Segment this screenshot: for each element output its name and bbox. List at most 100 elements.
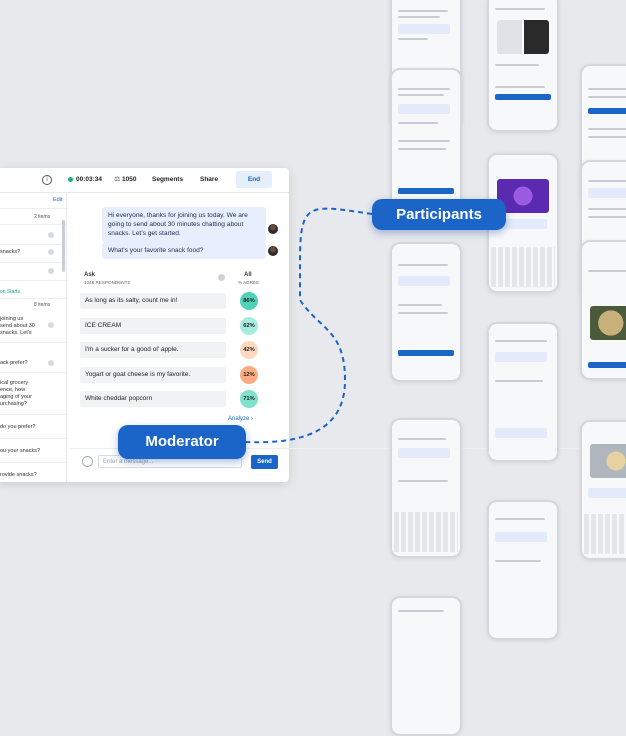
phone-text — [495, 86, 545, 88]
moderator-question: What's your favorite snack food? — [102, 242, 266, 259]
session-timer: 00:03:34 — [76, 176, 103, 183]
discussion-guide-panel: Edit 2 items snacks? on Starts 8 items j… — [0, 192, 67, 482]
product-image — [590, 444, 626, 478]
phone-text — [588, 96, 626, 98]
phone-text — [588, 208, 626, 210]
divider — [0, 414, 66, 415]
phone-text — [398, 88, 450, 90]
product-image — [497, 20, 549, 54]
answer-row[interactable]: ICE CREAM — [80, 318, 226, 334]
participant-phone — [487, 0, 559, 132]
divider — [0, 262, 66, 263]
phone-text — [588, 216, 626, 218]
send-button[interactable]: Send — [251, 455, 278, 469]
phone-bubble — [588, 188, 626, 198]
phone-bubble — [588, 488, 626, 498]
phone-text — [398, 10, 448, 12]
moderator-avatar — [268, 246, 278, 256]
check-icon[interactable] — [48, 249, 54, 255]
divider — [0, 208, 66, 209]
participant-phone — [580, 240, 626, 380]
share-button[interactable]: Share — [200, 176, 219, 183]
moderator-avatar — [268, 224, 278, 234]
phone-text — [398, 122, 438, 124]
participant-phone — [390, 418, 462, 558]
phone-text — [398, 16, 440, 18]
guide-item-label[interactable]: ack prefer? — [0, 360, 28, 366]
sort-icon[interactable] — [218, 274, 225, 281]
emoji-icon[interactable] — [82, 456, 93, 467]
check-icon[interactable] — [48, 268, 54, 274]
agree-percent-badge: 12% — [240, 366, 258, 384]
group-count: 2 items — [34, 214, 51, 220]
guide-item-label[interactable]: snacks? — [0, 249, 21, 255]
divider — [0, 372, 66, 373]
phone-text — [588, 88, 626, 90]
participant-phone — [390, 68, 462, 208]
participant-phone — [390, 596, 462, 736]
phone-text — [588, 128, 626, 130]
phone-button — [495, 94, 551, 100]
divider — [0, 438, 66, 439]
agree-percent-badge: 42% — [240, 341, 258, 359]
phone-text — [398, 438, 446, 440]
analyze-label: Analyze — [228, 416, 250, 422]
check-icon[interactable] — [48, 322, 54, 328]
guide-item-label[interactable]: rovide snacks? — [0, 472, 37, 478]
check-icon[interactable] — [48, 360, 54, 366]
session-topbar: i 00:03:34 ⚖ 1050 Segments Share End — [0, 168, 289, 193]
participant-phone — [487, 322, 559, 462]
phone-bubble — [495, 219, 547, 229]
answer-row[interactable]: Yogart or goat cheese is my favorite. — [80, 367, 226, 383]
phone-text — [398, 480, 448, 482]
guide-item-label[interactable]: snacks. Let's — [0, 330, 32, 336]
phone-button — [398, 350, 454, 356]
phone-text — [495, 380, 543, 382]
guide-item-label[interactable]: ence, how — [0, 387, 26, 393]
divider — [0, 244, 66, 245]
phone-bubble — [495, 532, 547, 542]
guide-item-label[interactable]: ical grocery — [0, 380, 29, 386]
divider — [0, 342, 66, 343]
answer-row[interactable]: As long as its salty, count me in! — [80, 293, 226, 309]
check-icon[interactable] — [48, 232, 54, 238]
phone-bubble — [398, 448, 450, 458]
phone-text — [495, 340, 547, 342]
phone-text — [398, 304, 442, 306]
phone-text — [398, 38, 428, 40]
phone-bubble — [495, 352, 547, 362]
phone-bubble — [398, 276, 450, 286]
phone-text — [398, 140, 450, 142]
live-indicator-icon — [68, 177, 73, 182]
divider — [0, 298, 66, 299]
participant-phone — [580, 420, 626, 560]
moderator-message: Hi everyone, thanks for joining us today… — [102, 207, 266, 242]
guide-item-label[interactable]: aging of your — [0, 394, 32, 400]
segments-button[interactable]: Segments — [152, 176, 184, 183]
phone-button — [588, 362, 626, 368]
guide-item-label[interactable]: urchasing? — [0, 401, 27, 407]
all-column-label: All — [244, 272, 252, 278]
guide-item-label[interactable]: joining us — [0, 316, 24, 322]
agree-column-label: % AGREE — [238, 280, 260, 285]
phone-button — [398, 188, 454, 194]
participants-count: 1050 — [122, 176, 137, 183]
info-icon[interactable]: i — [42, 175, 52, 185]
analyze-link[interactable]: Analyze › — [228, 416, 254, 422]
phone-text — [398, 94, 444, 96]
answer-row[interactable]: White cheddar popcorn — [80, 391, 226, 407]
phone-keyboard — [584, 514, 626, 554]
guide-item-label[interactable]: ou your snacks? — [0, 448, 41, 454]
edit-guide-link[interactable]: Edit — [53, 197, 63, 203]
phone-text — [398, 312, 448, 314]
phone-text — [588, 136, 626, 138]
participant-phone — [487, 500, 559, 640]
guide-item-label[interactable]: do you prefer? — [0, 424, 36, 430]
end-session-button[interactable]: End — [236, 171, 272, 188]
panel-scrollbar[interactable] — [62, 220, 65, 272]
answer-row[interactable]: I'm a sucker for a good ol' apple. — [80, 342, 226, 358]
phone-text — [588, 180, 626, 182]
phone-bubble — [398, 104, 450, 114]
phone-button — [588, 108, 626, 114]
guide-item-label[interactable]: send about 30 — [0, 323, 35, 329]
